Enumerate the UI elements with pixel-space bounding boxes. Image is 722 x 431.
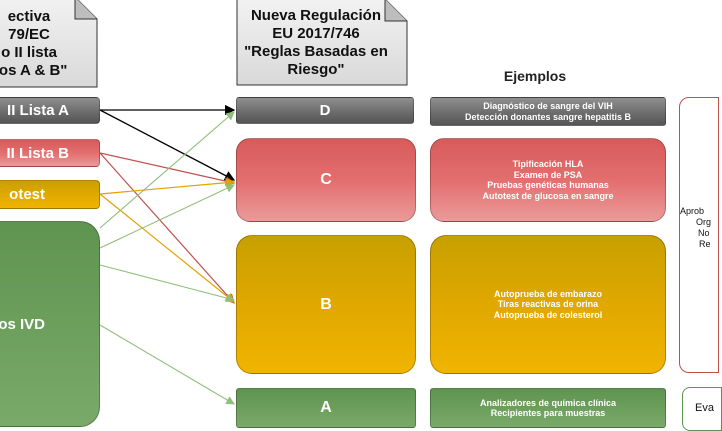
arrow-ivd-to-d	[99, 111, 235, 229]
class-a-box: A	[236, 388, 416, 428]
arrow-ivd-to-a	[99, 324, 235, 405]
arrow-lista-b-to-b	[99, 152, 235, 304]
note-shape	[236, 0, 408, 86]
right-panel: Aprob Org No Re	[679, 97, 719, 373]
example-text: Tipificación HLA Examen de PSA Pruebas g…	[482, 159, 614, 201]
example-box-c: Tipificación HLA Examen de PSA Pruebas g…	[430, 138, 666, 222]
regulation-note: Nueva Regulación EU 2017/746 "Reglas Bas…	[236, 0, 408, 86]
class-c-box: C	[236, 138, 416, 222]
right-panel-line: Org	[696, 217, 712, 227]
right-panel-bottom-text: Eva	[695, 402, 714, 414]
directive-note: ectiva 79/EC o II lista vos A & B"	[0, 0, 98, 88]
example-text: Analizadores de química clínica Recipien…	[479, 397, 617, 419]
arrow-ivd-to-b	[99, 264, 236, 303]
arrow-lista-b-to-c	[99, 152, 236, 186]
left-item-label: II Lista B	[6, 144, 69, 162]
example-text: Autoprueba de embarazo Tiras reactivas d…	[493, 288, 603, 320]
arrow-autotest-to-c	[99, 177, 236, 195]
left-item-otros-ivd: os IVD	[0, 221, 100, 427]
right-panel-bottom: Eva	[682, 387, 722, 431]
examples-heading: Ejemplos	[503, 68, 567, 84]
example-text: Diagnóstico de sangre del VIH Detección …	[464, 101, 632, 122]
left-item-label: II Lista A	[7, 102, 69, 119]
left-item-label: os IVD	[0, 315, 45, 333]
right-panel-line: Aprob	[680, 206, 705, 216]
example-box-d: Diagnóstico de sangre del VIH Detección …	[430, 97, 666, 126]
example-box-b: Autoprueba de embarazo Tiras reactivas d…	[430, 235, 666, 374]
note-shape	[0, 0, 98, 88]
left-item-lista-a: II Lista A	[0, 97, 100, 124]
arrow-autotest-to-b	[99, 193, 235, 303]
arrow-ivd-to-c	[99, 184, 235, 249]
class-label: D	[319, 102, 331, 119]
class-label: A	[320, 399, 332, 416]
right-panel-line: No	[698, 228, 710, 238]
regulation-note-text: Nueva Regulación EU 2017/746 "Reglas Bas…	[244, 7, 388, 78]
class-label: B	[320, 295, 332, 313]
right-panel-line: Re	[699, 239, 711, 249]
directive-note-text: ectiva 79/EC o II lista vos A & B"	[0, 8, 68, 79]
class-label: C	[320, 171, 332, 188]
left-item-label: otest	[9, 186, 45, 203]
left-item-lista-b: II Lista B	[0, 139, 100, 167]
example-box-a: Analizadores de química clínica Recipien…	[430, 388, 666, 428]
left-item-autotest: otest	[0, 180, 100, 209]
right-panel-lines: Aprob Org No Re	[680, 206, 711, 250]
class-b-box: B	[236, 235, 416, 374]
class-d-box: D	[236, 97, 414, 124]
arrow-lista-a-to-c	[99, 109, 236, 181]
